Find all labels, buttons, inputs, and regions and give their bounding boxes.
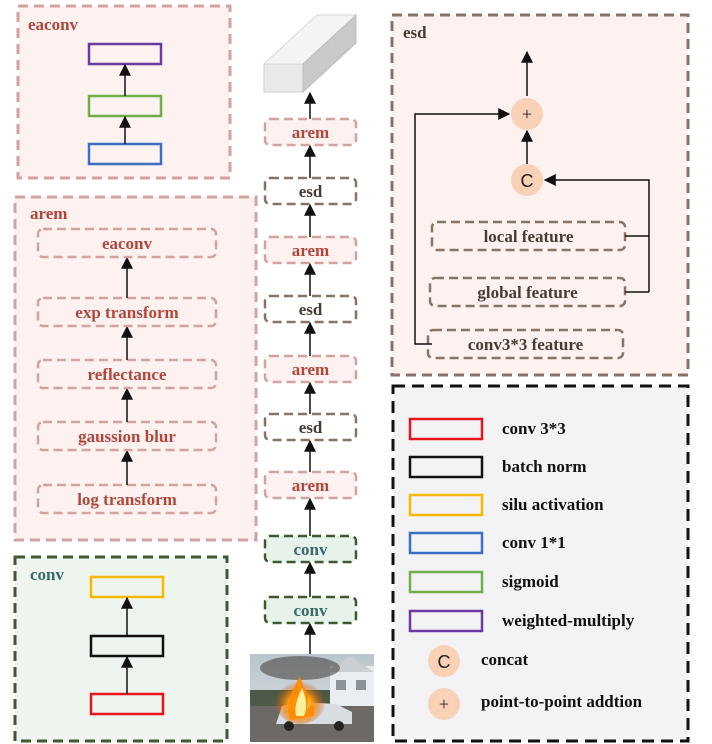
pipeline-block-label: conv [294, 601, 329, 620]
esd-panel-title: esd [403, 23, 427, 42]
pipeline-block-label: esd [299, 300, 323, 319]
pipeline-block-label: conv [294, 540, 329, 559]
arem-step-label: eaconv [102, 234, 153, 253]
pipeline-conv-block [263, 595, 358, 625]
pipeline: conv conv arem esd arem esd arem esd arem [250, 13, 374, 742]
input-fire-image [250, 654, 374, 742]
legend-item-label: conv 3*3 [502, 419, 566, 438]
legend-add-circle [428, 688, 460, 720]
pipeline-block-label: esd [299, 182, 323, 201]
conv-panel: conv [13, 555, 229, 743]
pipeline-block-label: esd [299, 418, 323, 437]
pipeline-arem-block [263, 235, 358, 265]
legend-item-label: conv 1*1 [502, 533, 566, 552]
pipeline-conv-block [263, 534, 358, 564]
esd-feature-label: conv3*3 feature [468, 335, 584, 354]
legend-swatch-yellow [408, 493, 484, 517]
eaconv-panel-title: eaconv [28, 15, 79, 34]
arem-step-box [36, 227, 218, 259]
legend-swatch-blue [408, 531, 484, 555]
legend-add-symbol: + [439, 694, 449, 714]
legend-swatch-purple [408, 609, 484, 633]
pipeline-esd-block [263, 294, 358, 324]
arem-panel-title: arem [30, 204, 67, 223]
arem-step-label: reflectance [88, 365, 167, 384]
pipeline-block-label: arem [292, 241, 329, 260]
esd-feature-label: global feature [477, 283, 578, 302]
pipeline-arem-block [263, 117, 358, 147]
legend-concat-circle [428, 645, 460, 677]
legend-item-label: silu activation [502, 495, 604, 514]
esd-concat-circle [511, 164, 543, 196]
legend-swatch-black [408, 455, 484, 479]
output-feature-cuboid [262, 13, 358, 94]
pipeline-arem-block [263, 354, 358, 384]
pipeline-esd-block [263, 176, 358, 206]
legend-concat-label: concat [481, 650, 529, 669]
legend-item-label: batch norm [502, 457, 587, 476]
esd-residual-connector [414, 108, 511, 345]
legend-swatch-red [408, 417, 484, 441]
arem-panel: arem log transform gaussion blur reflectan… [13, 195, 258, 542]
esd-local-connector [543, 174, 650, 237]
legend-item-label: weighted-multiply [502, 611, 635, 630]
conv-panel-title: conv [30, 565, 65, 584]
pipeline-block-label: arem [292, 123, 329, 142]
esd-plus-circle [511, 98, 543, 130]
arem-step-label: gaussion blur [78, 427, 176, 446]
pipeline-block-label: arem [292, 360, 329, 379]
esd-feature-label: local feature [484, 227, 574, 246]
esd-plus-symbol: + [522, 104, 532, 124]
legend-swatch-green [408, 570, 484, 594]
legend: conv 3*3 batch norm silu activation conv 1*… [391, 384, 690, 743]
esd-concat-symbol: C [521, 171, 534, 191]
arem-step-label: exp transform [75, 303, 178, 322]
pipeline-esd-block [263, 412, 358, 442]
pipeline-arem-block [263, 470, 358, 500]
arem-step-label: log transform [77, 490, 177, 509]
esd-panel: esd + C local feature global feature conv3… [390, 13, 690, 377]
pipeline-block-label: arem [292, 476, 329, 495]
eaconv-panel: eaconv [16, 4, 232, 180]
legend-concat-symbol: C [438, 652, 451, 672]
legend-add-label: point-to-point addtion [481, 692, 643, 711]
esd-feature-box [426, 328, 625, 360]
legend-item-label: sigmoid [502, 572, 559, 591]
